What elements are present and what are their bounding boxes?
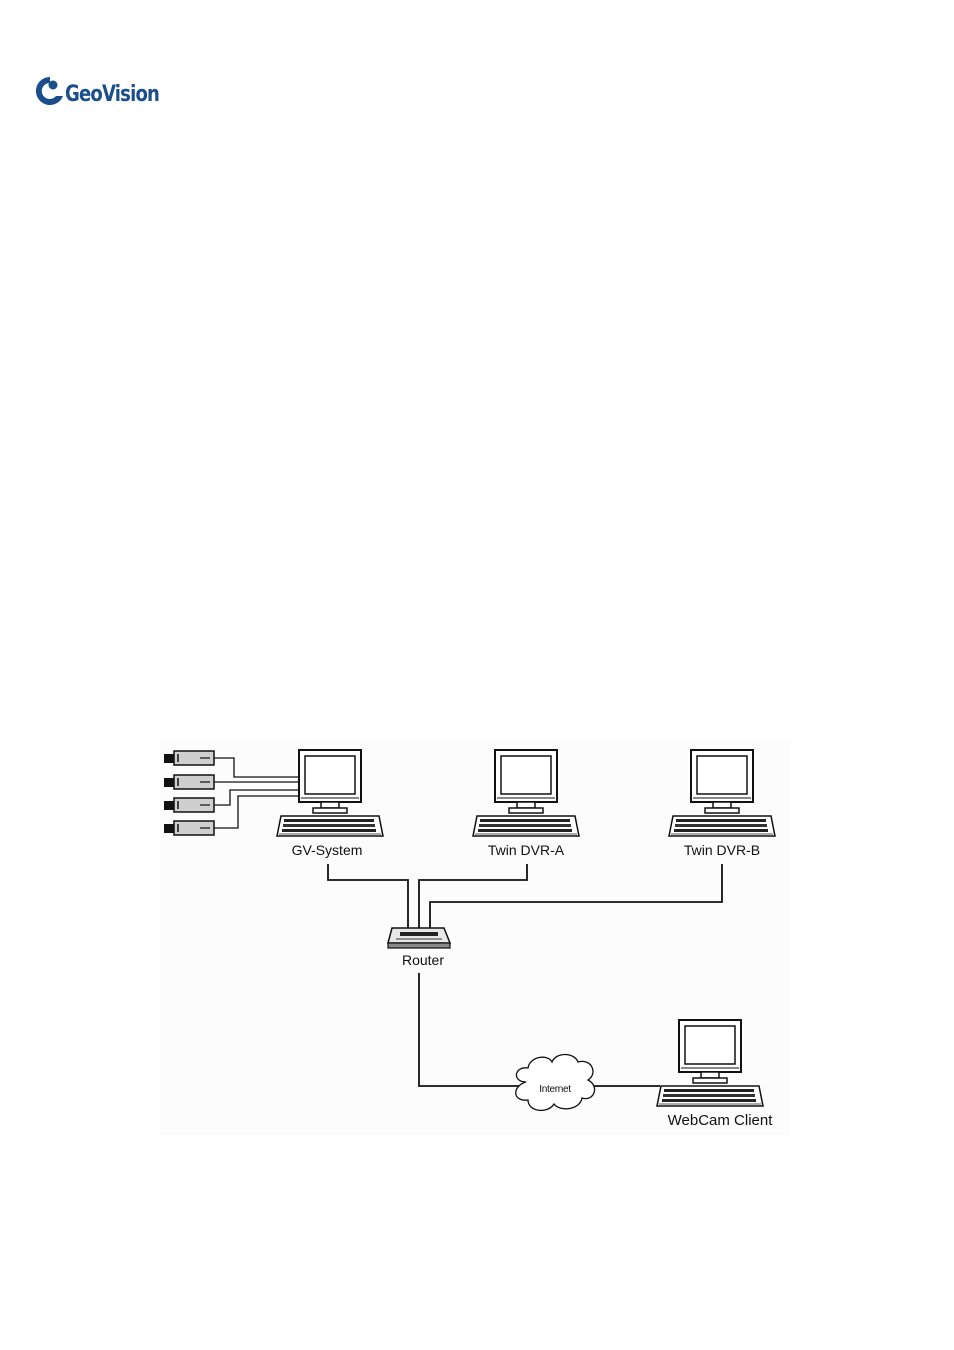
twin-dvr-b-label: Twin DVR-B: [684, 842, 760, 858]
camera-icon: [164, 821, 214, 835]
router-icon: [388, 928, 450, 948]
gv-system-computer-icon: [277, 750, 383, 836]
network-cables: [328, 864, 722, 1086]
twin-dvr-b-computer-icon: [669, 750, 775, 836]
webcam-client-label: WebCam Client: [668, 1112, 773, 1129]
geovision-logo-mark-icon: [30, 72, 70, 112]
internet-cloud-icon: [516, 1055, 595, 1111]
webcam-client-computer-icon: [657, 1020, 763, 1106]
router-label: Router: [402, 952, 444, 968]
network-diagram: GV-System Twin DVR-A Twin DVR-B Router I…: [160, 740, 790, 1135]
geovision-logo-text: GeoVision: [65, 82, 159, 107]
geovision-logo: GeoVision: [30, 72, 180, 112]
camera-icon: [164, 798, 214, 812]
internet-label: Internet: [539, 1084, 571, 1095]
network-diagram-canvas: [160, 740, 790, 1135]
camera-icon: [164, 751, 214, 765]
camera-icon: [164, 775, 214, 789]
twin-dvr-a-computer-icon: [473, 750, 579, 836]
twin-dvr-a-label: Twin DVR-A: [488, 842, 564, 858]
gv-system-label: GV-System: [292, 842, 363, 858]
